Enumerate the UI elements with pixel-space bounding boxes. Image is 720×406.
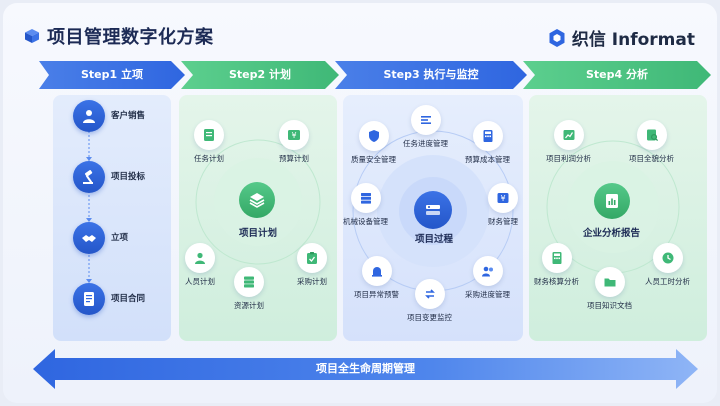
resource-plan-node: 资源计划 <box>234 267 264 311</box>
gavel-icon <box>83 170 93 184</box>
risk-alert-node: 项目异常预警 <box>354 256 399 300</box>
handshake-icon <box>82 235 96 242</box>
server-icon <box>244 276 254 288</box>
enterprise-report-hub <box>594 183 630 219</box>
cost-budget-node: 预算成本管理 <box>465 121 510 165</box>
svg-text:¥: ¥ <box>291 131 296 140</box>
task-progress-node: 任务进度管理 <box>403 105 448 149</box>
step3-label: Step3 执行与监控 <box>383 68 479 81</box>
overview-analysis-node: 项目全貌分析 <box>629 120 674 164</box>
task-list-icon <box>204 129 214 141</box>
change-monitor-node: 项目变更监控 <box>407 279 452 323</box>
progress-icon <box>420 116 431 124</box>
informat-logo-icon <box>549 28 565 47</box>
step2-hub-label: 项目计划 <box>239 228 278 239</box>
step3-hub-label: 项目过程 <box>415 234 454 245</box>
title-area: 项目管理数字化方案 <box>25 23 214 49</box>
profit-analysis-node: 项目利润分析 <box>546 120 591 164</box>
equipment-node: 机械设备管理 <box>343 183 388 227</box>
step1-label: Step1 立项 <box>81 68 143 81</box>
customer-sales-node <box>73 100 105 132</box>
step1-connectors <box>86 131 92 283</box>
staff-icon <box>195 252 205 264</box>
staff-hours-node: 人员工时分析 <box>645 243 690 287</box>
budget-icon: ¥ <box>288 130 300 140</box>
page-title: 项目管理数字化方案 <box>47 27 214 48</box>
bidding-node <box>73 161 105 193</box>
step3-header: Step3 执行与监控 <box>335 61 527 89</box>
document-icon <box>84 292 94 306</box>
layers-icon <box>249 193 265 208</box>
knowledge-docs-node: 项目知识文档 <box>587 267 632 311</box>
quality-safety-node: 质量安全管理 <box>351 121 396 165</box>
contract-node <box>73 283 105 315</box>
task-plan-node: 任务计划 <box>194 120 224 164</box>
step4-label: Step4 分析 <box>586 68 648 81</box>
svg-text:¥: ¥ <box>500 194 505 203</box>
purchase-plan-node: 采购计划 <box>297 243 327 287</box>
process-icon <box>426 205 440 215</box>
swap-icon <box>424 289 435 299</box>
finance-icon: ¥ <box>497 193 509 203</box>
step2-header: Step2 计划 <box>181 61 339 89</box>
shield-icon <box>368 130 379 142</box>
project-plan-hub <box>239 182 275 218</box>
clock-icon <box>662 252 673 264</box>
lifecycle-label: 项目全生命周期管理 <box>316 362 415 375</box>
clipboard-icon <box>307 252 317 264</box>
step4-header: Step4 分析 <box>523 61 711 89</box>
initiation-node <box>73 222 105 254</box>
purchase-progress-node: 采购进度管理 <box>465 256 510 300</box>
step1-item-4: 项目合同 <box>111 294 146 304</box>
diagram-card: 项目管理数字化方案 织信 Informat Step1 立项 Step2 计划 … <box>3 3 717 403</box>
people-icon <box>481 266 493 277</box>
alarm-icon <box>371 267 382 277</box>
step2-label: Step2 计划 <box>229 68 291 81</box>
user-icon <box>83 110 95 123</box>
step1-item-3: 立项 <box>111 233 129 243</box>
report-icon <box>606 194 618 208</box>
step1-panel <box>53 95 171 341</box>
folder-icon <box>604 278 615 287</box>
brand-name: 织信 Informat <box>571 30 695 50</box>
finance-accounting-node: 财务核算分析 <box>534 243 579 287</box>
profit-chart-icon <box>563 130 574 140</box>
cube-icon <box>25 29 39 43</box>
step1-item-1: 客户销售 <box>111 111 146 121</box>
step1-header: Step1 立项 <box>39 61 185 89</box>
finance-node: ¥ 财务管理 <box>488 183 518 227</box>
machine-icon <box>360 193 371 204</box>
step1-item-2: 项目投标 <box>111 172 146 182</box>
magnifier-doc-icon <box>646 129 658 142</box>
budget-plan-node: ¥ 预算计划 <box>279 120 309 164</box>
lifecycle-arrow: 项目全生命周期管理 <box>33 349 698 389</box>
staff-plan-node: 人员计划 <box>185 243 215 287</box>
project-process-hub <box>414 191 452 229</box>
brand-logo: 织信 Informat <box>548 25 695 50</box>
abacus-icon <box>552 252 561 264</box>
step4-hub-label: 企业分析报告 <box>583 228 641 239</box>
calculator-icon <box>483 130 492 142</box>
